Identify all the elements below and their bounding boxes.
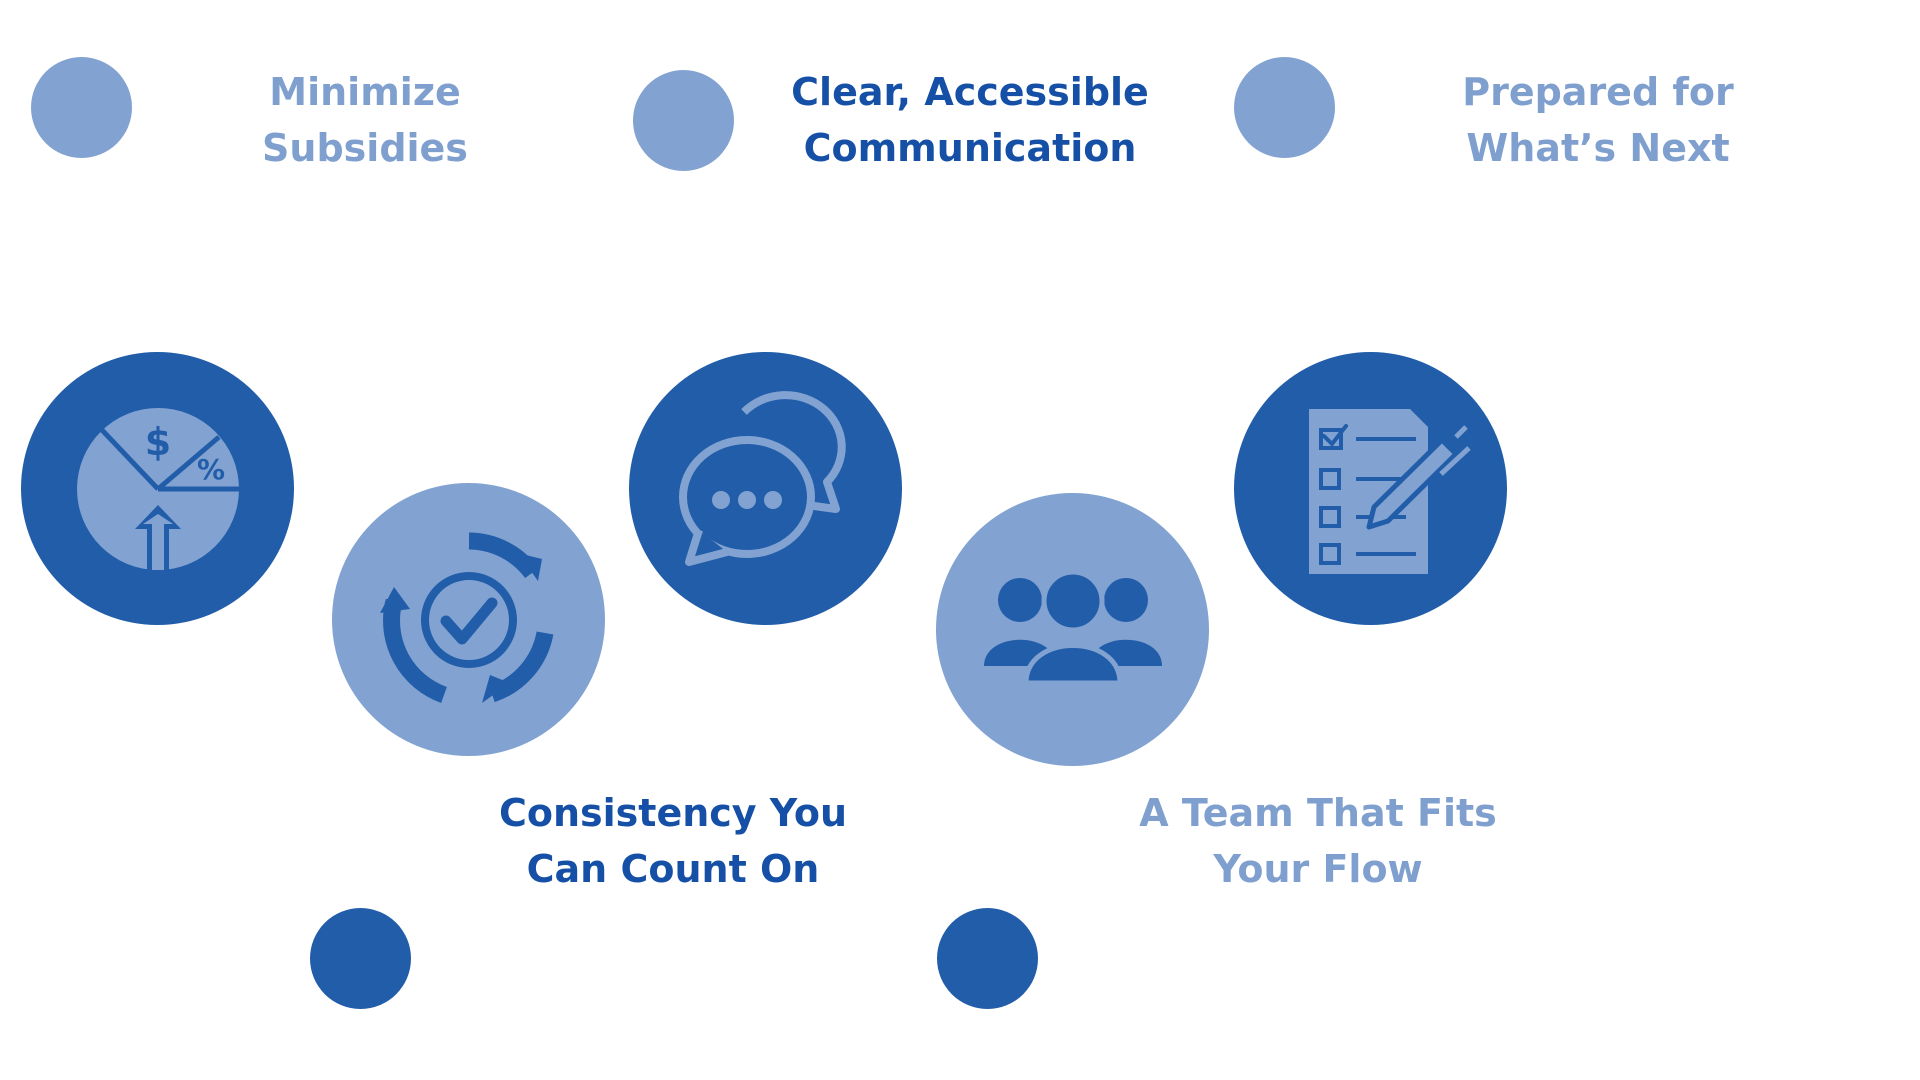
svg-text:%: %	[197, 453, 225, 486]
step-disc-consistency	[332, 483, 605, 756]
step-disc-prepared	[1234, 352, 1507, 625]
team-people-icon	[984, 569, 1162, 686]
chat-bubbles-icon	[679, 391, 846, 566]
cycle-checkmark-icon	[380, 532, 554, 704]
step-disc-communication	[629, 352, 902, 625]
svg-text:$: $	[145, 420, 171, 464]
checklist-pencil-icon	[1309, 409, 1471, 574]
marker-dot-5	[1234, 57, 1335, 158]
pie-chart-dollar-percent-icon: $ %	[77, 408, 240, 570]
marker-dot-4	[937, 908, 1038, 1009]
marker-dot-1	[31, 57, 132, 158]
marker-dot-2	[310, 908, 411, 1009]
marker-dot-3	[633, 70, 734, 171]
step-disc-minimize-subsidies: $ %	[21, 352, 294, 625]
step-disc-team	[936, 493, 1209, 766]
